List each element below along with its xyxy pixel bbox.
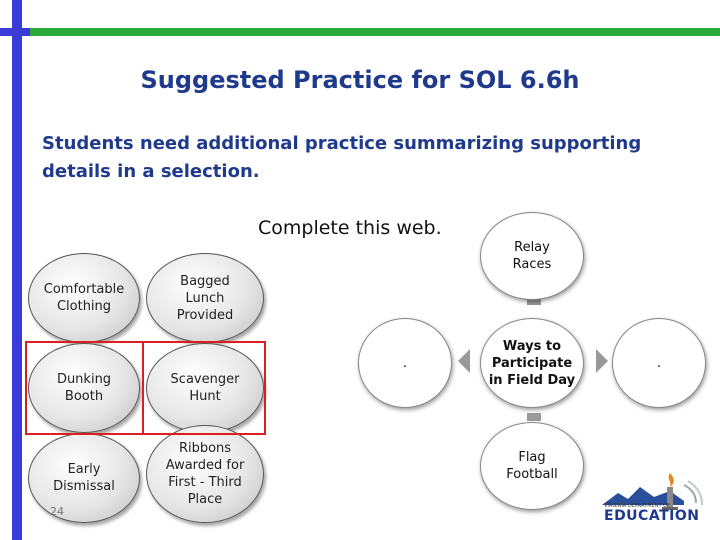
oval-line: Ribbons (178, 441, 232, 456)
node-line: Participate (491, 355, 573, 371)
top-accent-bar-blue (0, 28, 30, 36)
torch-mountain-icon (602, 473, 703, 510)
oval-line: First - Third (168, 475, 242, 490)
highlight-box-dunking-booth (25, 341, 144, 435)
oval-line: Lunch (185, 290, 225, 306)
instruction-text: Complete this web. (258, 217, 442, 239)
connector-bottom (527, 413, 541, 421)
web-node-left-blank[interactable]: . (358, 318, 452, 408)
oval-line: Booth (64, 389, 104, 404)
oval-line: Dunking (56, 372, 112, 387)
node-line: Races (512, 257, 552, 272)
logo-subtext: VIRGINIA DEPARTMENT OF (604, 503, 670, 509)
node-line: Football (506, 467, 558, 482)
web-node-right-blank[interactable]: . (612, 318, 706, 408)
node-blank-text: . (402, 355, 408, 371)
oval-line: Clothing (56, 299, 112, 314)
node-blank-text: . (656, 355, 662, 371)
intro-text: Students need additional practice summar… (42, 133, 642, 182)
connector-left-arrow (458, 349, 470, 373)
node-line: Flag (518, 450, 546, 465)
virginia-department-of-education-logo: VIRGINIA DEPARTMENT OF EDUCATION (600, 465, 710, 525)
connector-right-arrow (596, 349, 608, 373)
page-number: 24 (50, 505, 64, 518)
node-line: Ways to (502, 338, 562, 354)
logo-text: EDUCATION (604, 508, 700, 524)
oval-line: Comfortable (43, 282, 125, 297)
oval-line: Place (187, 492, 223, 507)
slide-title: Suggested Practice for SOL 6.6h (140, 66, 580, 94)
node-line: in Field Day (488, 372, 576, 388)
oval-line: Provided (176, 307, 234, 323)
oval-line: Hunt (189, 389, 221, 404)
oval-line: Dismissal (53, 479, 115, 494)
left-accent-bar (12, 0, 22, 540)
top-accent-bar-green (30, 28, 720, 36)
oval-line: Bagged (180, 273, 230, 289)
highlight-box-scavenger-hunt (142, 341, 266, 435)
oval-line: Awarded for (165, 458, 245, 473)
oval-line: Scavenger (170, 372, 240, 387)
oval-line: Early (67, 462, 101, 477)
connector-top (527, 297, 541, 305)
node-line: Relay (514, 240, 550, 255)
